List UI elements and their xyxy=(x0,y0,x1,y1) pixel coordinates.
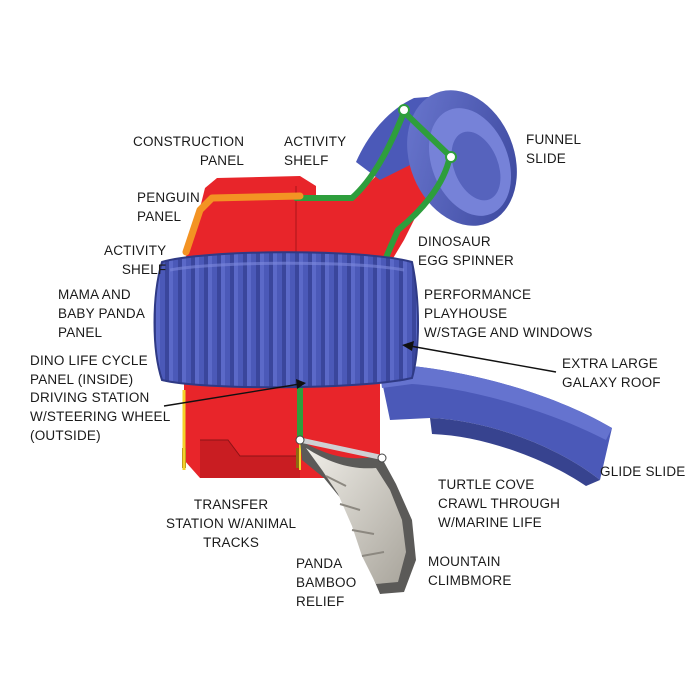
funnel-slide xyxy=(356,90,517,226)
orange-rail xyxy=(182,192,304,256)
glide-slide xyxy=(380,366,612,486)
label-glide-slide: GLIDE SLIDE xyxy=(600,464,686,479)
galaxy-roof xyxy=(153,251,419,389)
green-rail xyxy=(293,104,457,440)
leader-lines xyxy=(163,341,557,407)
mountain-climbmore xyxy=(295,435,416,594)
